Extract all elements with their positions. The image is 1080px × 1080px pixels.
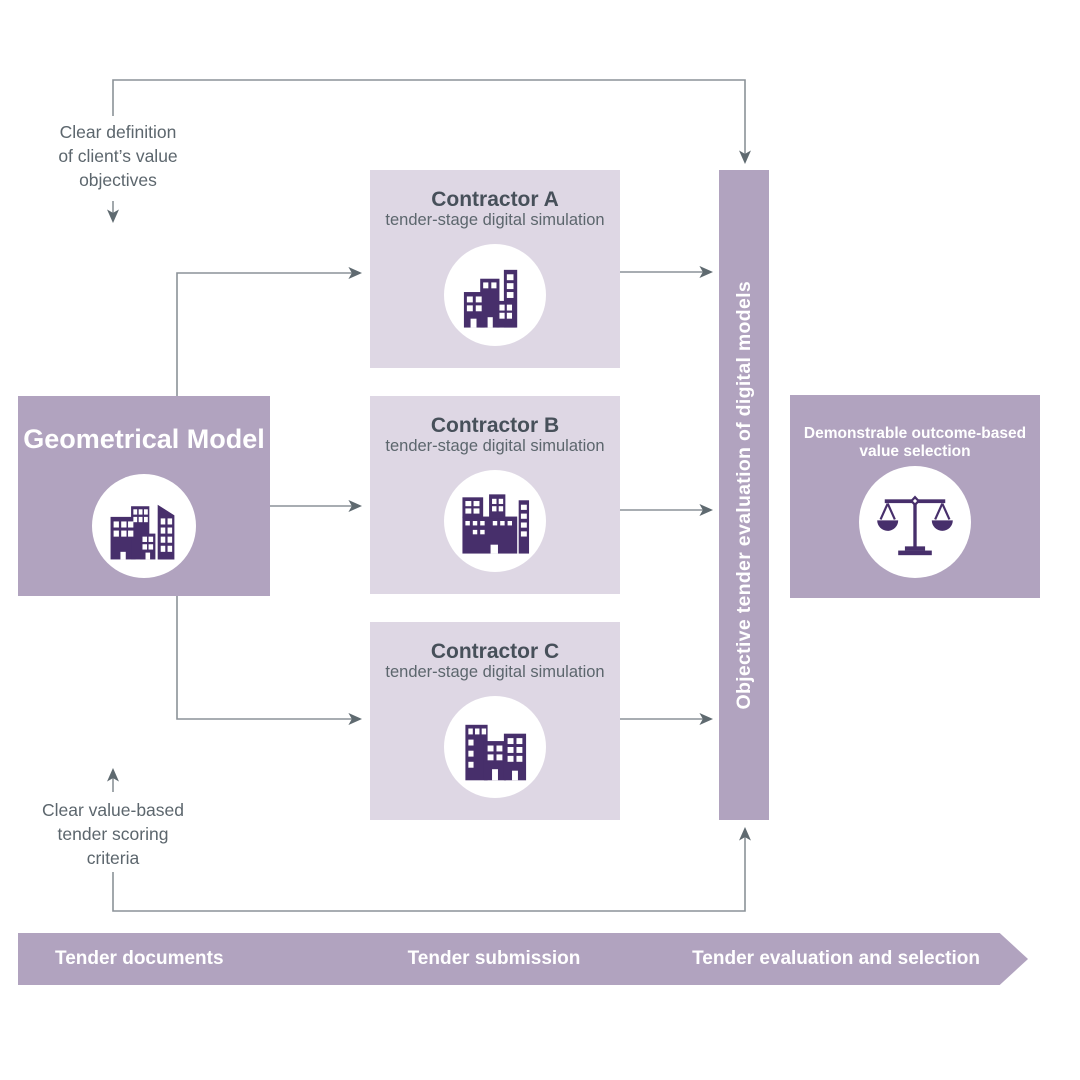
connector-model-to-contractor-a bbox=[176, 267, 363, 396]
contractor-b-subtitle: tender-stage digital simulation bbox=[385, 437, 605, 455]
buildings-icon bbox=[444, 696, 546, 798]
annotation-tender-scoring-criteria: Clear value-based tender scoring criteri… bbox=[41, 800, 185, 868]
contractor-c-subtitle: tender-stage digital simulation bbox=[385, 663, 605, 681]
contractor-c-title: Contractor C bbox=[430, 640, 560, 663]
outcome-title: Demonstrable outcome-based value selecti… bbox=[803, 425, 1027, 460]
evaluation-bar: Objective tender evaluation of digital m… bbox=[719, 170, 769, 820]
geometrical-model-title: Geometrical Model bbox=[23, 424, 265, 454]
contractor-b-title: Contractor B bbox=[430, 414, 560, 437]
outcome-box: Demonstrable outcome-based value selecti… bbox=[790, 395, 1040, 598]
geometrical-model-box: Geometrical Model bbox=[18, 396, 270, 596]
annotation-client-value-objectives: Clear definition of client’s value objec… bbox=[58, 122, 178, 190]
scales-icon bbox=[859, 466, 971, 578]
contractor-a-title: Contractor A bbox=[431, 188, 559, 211]
evaluation-bar-label: Objective tender evaluation of digital m… bbox=[732, 280, 755, 710]
timeline-stage-tender-submission: Tender submission bbox=[407, 948, 581, 969]
contractor-b-box: Contractor B tender-stage digital simula… bbox=[370, 396, 620, 594]
contractor-a-subtitle: tender-stage digital simulation bbox=[385, 211, 605, 229]
connector-bottomleft-loop-to-bar bbox=[112, 826, 751, 912]
timeline-stage-tender-documents: Tender documents bbox=[55, 948, 224, 969]
connector-model-to-contractor-c bbox=[176, 596, 363, 725]
buildings-icon bbox=[444, 244, 546, 346]
buildings-icon bbox=[444, 470, 546, 572]
contractor-a-box: Contractor A tender-stage digital simula… bbox=[370, 170, 620, 368]
timeline-banner: Tender documents Tender submission Tende… bbox=[18, 933, 1028, 985]
timeline-stage-tender-evaluation: Tender evaluation and selection bbox=[692, 948, 980, 969]
buildings-icon bbox=[92, 474, 196, 578]
connector-topleft-loop-to-bar bbox=[112, 79, 751, 165]
contractor-c-box: Contractor C tender-stage digital simula… bbox=[370, 622, 620, 820]
